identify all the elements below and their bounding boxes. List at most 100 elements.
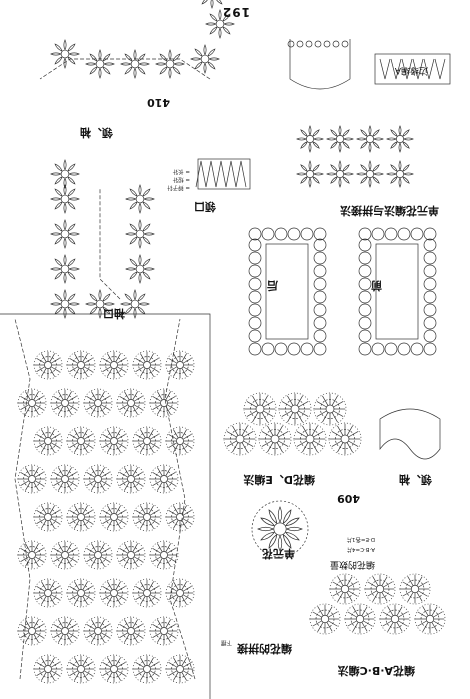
- lace-abc-6-spoke: [348, 590, 358, 597]
- body-motif-1-0-spoke: [166, 624, 176, 630]
- back-piece-top: [313, 342, 327, 356]
- cuff-daisy-7-petal: [138, 254, 142, 265]
- lace-abc-3-center: [320, 614, 330, 624]
- body-motif-5-0-spoke: [165, 467, 171, 477]
- body-motif-0-0-spoke: [168, 662, 178, 668]
- lace-abc-4-center: [410, 584, 420, 594]
- cuff-daisy-5-petal: [98, 289, 102, 300]
- lace-abc-0-center: [425, 614, 435, 624]
- body-motif-2-1-outer: [132, 578, 162, 608]
- body-motif-1-2-center: [94, 627, 102, 635]
- body-motif-3-4-center: [28, 551, 36, 559]
- body-motif-4-1-spoke: [148, 505, 154, 515]
- body-motif-2-1-spoke: [135, 586, 145, 592]
- joining-daisy-7-petal: [312, 176, 320, 184]
- lace-abc-3-spoke: [312, 611, 322, 618]
- cuff-daisy-9-petal: [138, 184, 142, 195]
- joining-daisy-6-petal: [326, 172, 337, 176]
- body-motif-7-4-spoke: [20, 404, 30, 410]
- unit-flower-petal: [260, 531, 275, 541]
- joining-daisy-4-petal: [402, 164, 410, 172]
- lace-de-6-spoke: [263, 401, 274, 408]
- lace-abc-6-spoke: [346, 576, 353, 586]
- body-motif-0-0-center: [176, 665, 184, 673]
- body-motif-8-0-spoke: [181, 353, 187, 363]
- neck-daisy-2-petal: [124, 53, 133, 62]
- lace-abc-4-outer: [399, 573, 431, 605]
- body-motif-8-3-outer: [66, 350, 96, 380]
- unit-flower-petal: [282, 509, 292, 524]
- body-motif-3-4-spoke: [20, 556, 30, 562]
- body-motif-7-0-spoke: [166, 396, 176, 402]
- body-motif-2-2-outer: [99, 578, 129, 608]
- back-piece-right: [248, 277, 262, 291]
- cuff-daisy-5-center: [95, 299, 105, 309]
- lace-de-3-spoke: [243, 440, 254, 447]
- neck-daisy-0-petal: [54, 56, 63, 65]
- joining-daisy-6-petal: [342, 164, 350, 172]
- body-motif-8-4-outer: [33, 350, 63, 380]
- joining-daisy-5-petal: [368, 177, 372, 188]
- joining-daisy-7-petal: [300, 176, 308, 184]
- joining-daisy-1-center: [366, 135, 374, 143]
- lace-abc-0-spoke: [431, 622, 438, 632]
- body-motif-0-1-spoke: [148, 657, 154, 667]
- body-motif-4-3-spoke: [74, 519, 80, 529]
- neck-daisy-3-petal: [168, 68, 172, 79]
- body-motif-8-4-spoke: [36, 366, 46, 372]
- body-motif-5-2-spoke: [100, 480, 110, 486]
- body-motif-8-3-spoke: [82, 353, 88, 363]
- joining-daisy-7-petal: [296, 172, 307, 176]
- lace-abc-2-spoke: [352, 622, 359, 632]
- body-motif-6-4-spoke: [36, 434, 46, 440]
- lace-de-4-center: [325, 404, 335, 414]
- neck-daisy-0-petal: [69, 52, 80, 56]
- neck-daisy-2-center: [130, 59, 140, 69]
- body-motif-3-3-spoke: [53, 556, 63, 562]
- back-piece-top: [287, 342, 301, 356]
- front-piece-top: [423, 342, 437, 356]
- cuff-daisy-8-petal: [129, 236, 138, 245]
- lace-de-0-outer: [328, 422, 362, 456]
- cuff-daisy-9-petal: [142, 188, 151, 197]
- body-motif-7-0-spoke: [152, 396, 162, 402]
- body-motif-8-1-spoke: [140, 353, 146, 363]
- body-motif-7-2-center: [94, 399, 102, 407]
- body-motif-1-4-spoke: [25, 633, 31, 643]
- cuff-daisy-9-petal: [142, 201, 151, 210]
- body-motif-4-0-spoke: [168, 518, 178, 524]
- body-motif-7-3-spoke: [67, 404, 77, 410]
- lace-abc-5-spoke: [383, 590, 393, 597]
- body-motif-2-3-spoke: [83, 586, 93, 592]
- body-motif-7-0-spoke: [152, 404, 162, 410]
- body-motif-2-1-spoke: [149, 594, 159, 600]
- body-motif-4-2-spoke: [107, 505, 113, 515]
- lace-abc-5-spoke: [372, 576, 379, 586]
- body-motif-0-2-spoke: [102, 670, 112, 676]
- body-motif-7-3-spoke: [66, 391, 72, 401]
- body-motif-6-0-spoke: [182, 442, 192, 448]
- joining-daisy-4-petal: [398, 177, 402, 188]
- body-motif-8-2-spoke: [115, 367, 121, 377]
- back-piece-right: [248, 251, 262, 265]
- legend-item-sc: = 短针: [172, 176, 190, 182]
- lace-abc-6-spoke: [346, 592, 353, 602]
- lace-de-6-spoke: [246, 401, 257, 408]
- lace-de-4-spoke: [333, 401, 344, 408]
- body-motif-0-1-spoke: [149, 662, 159, 668]
- body-motif-5-2-center: [94, 475, 102, 483]
- body-motif-4-1-spoke: [149, 510, 159, 516]
- body-motif-1-0-spoke: [157, 619, 163, 629]
- lace-de-4-spoke: [322, 412, 329, 423]
- body-motif-5-1-outer: [116, 464, 146, 494]
- neck-daisy-1-petal: [89, 53, 98, 62]
- neckline-stitch: [225, 160, 237, 188]
- lace-abc-2-spoke: [352, 606, 359, 616]
- lace-de-1-spoke: [311, 442, 318, 453]
- body-motif-6-2-spoke: [115, 443, 121, 453]
- body-motif-5-3-spoke: [58, 481, 64, 491]
- body-motif-2-0-outer: [165, 578, 195, 608]
- body-motif-4-2-spoke: [115, 505, 121, 515]
- joining-daisy-0-petal: [402, 129, 410, 137]
- edging-stitch: [379, 58, 391, 80]
